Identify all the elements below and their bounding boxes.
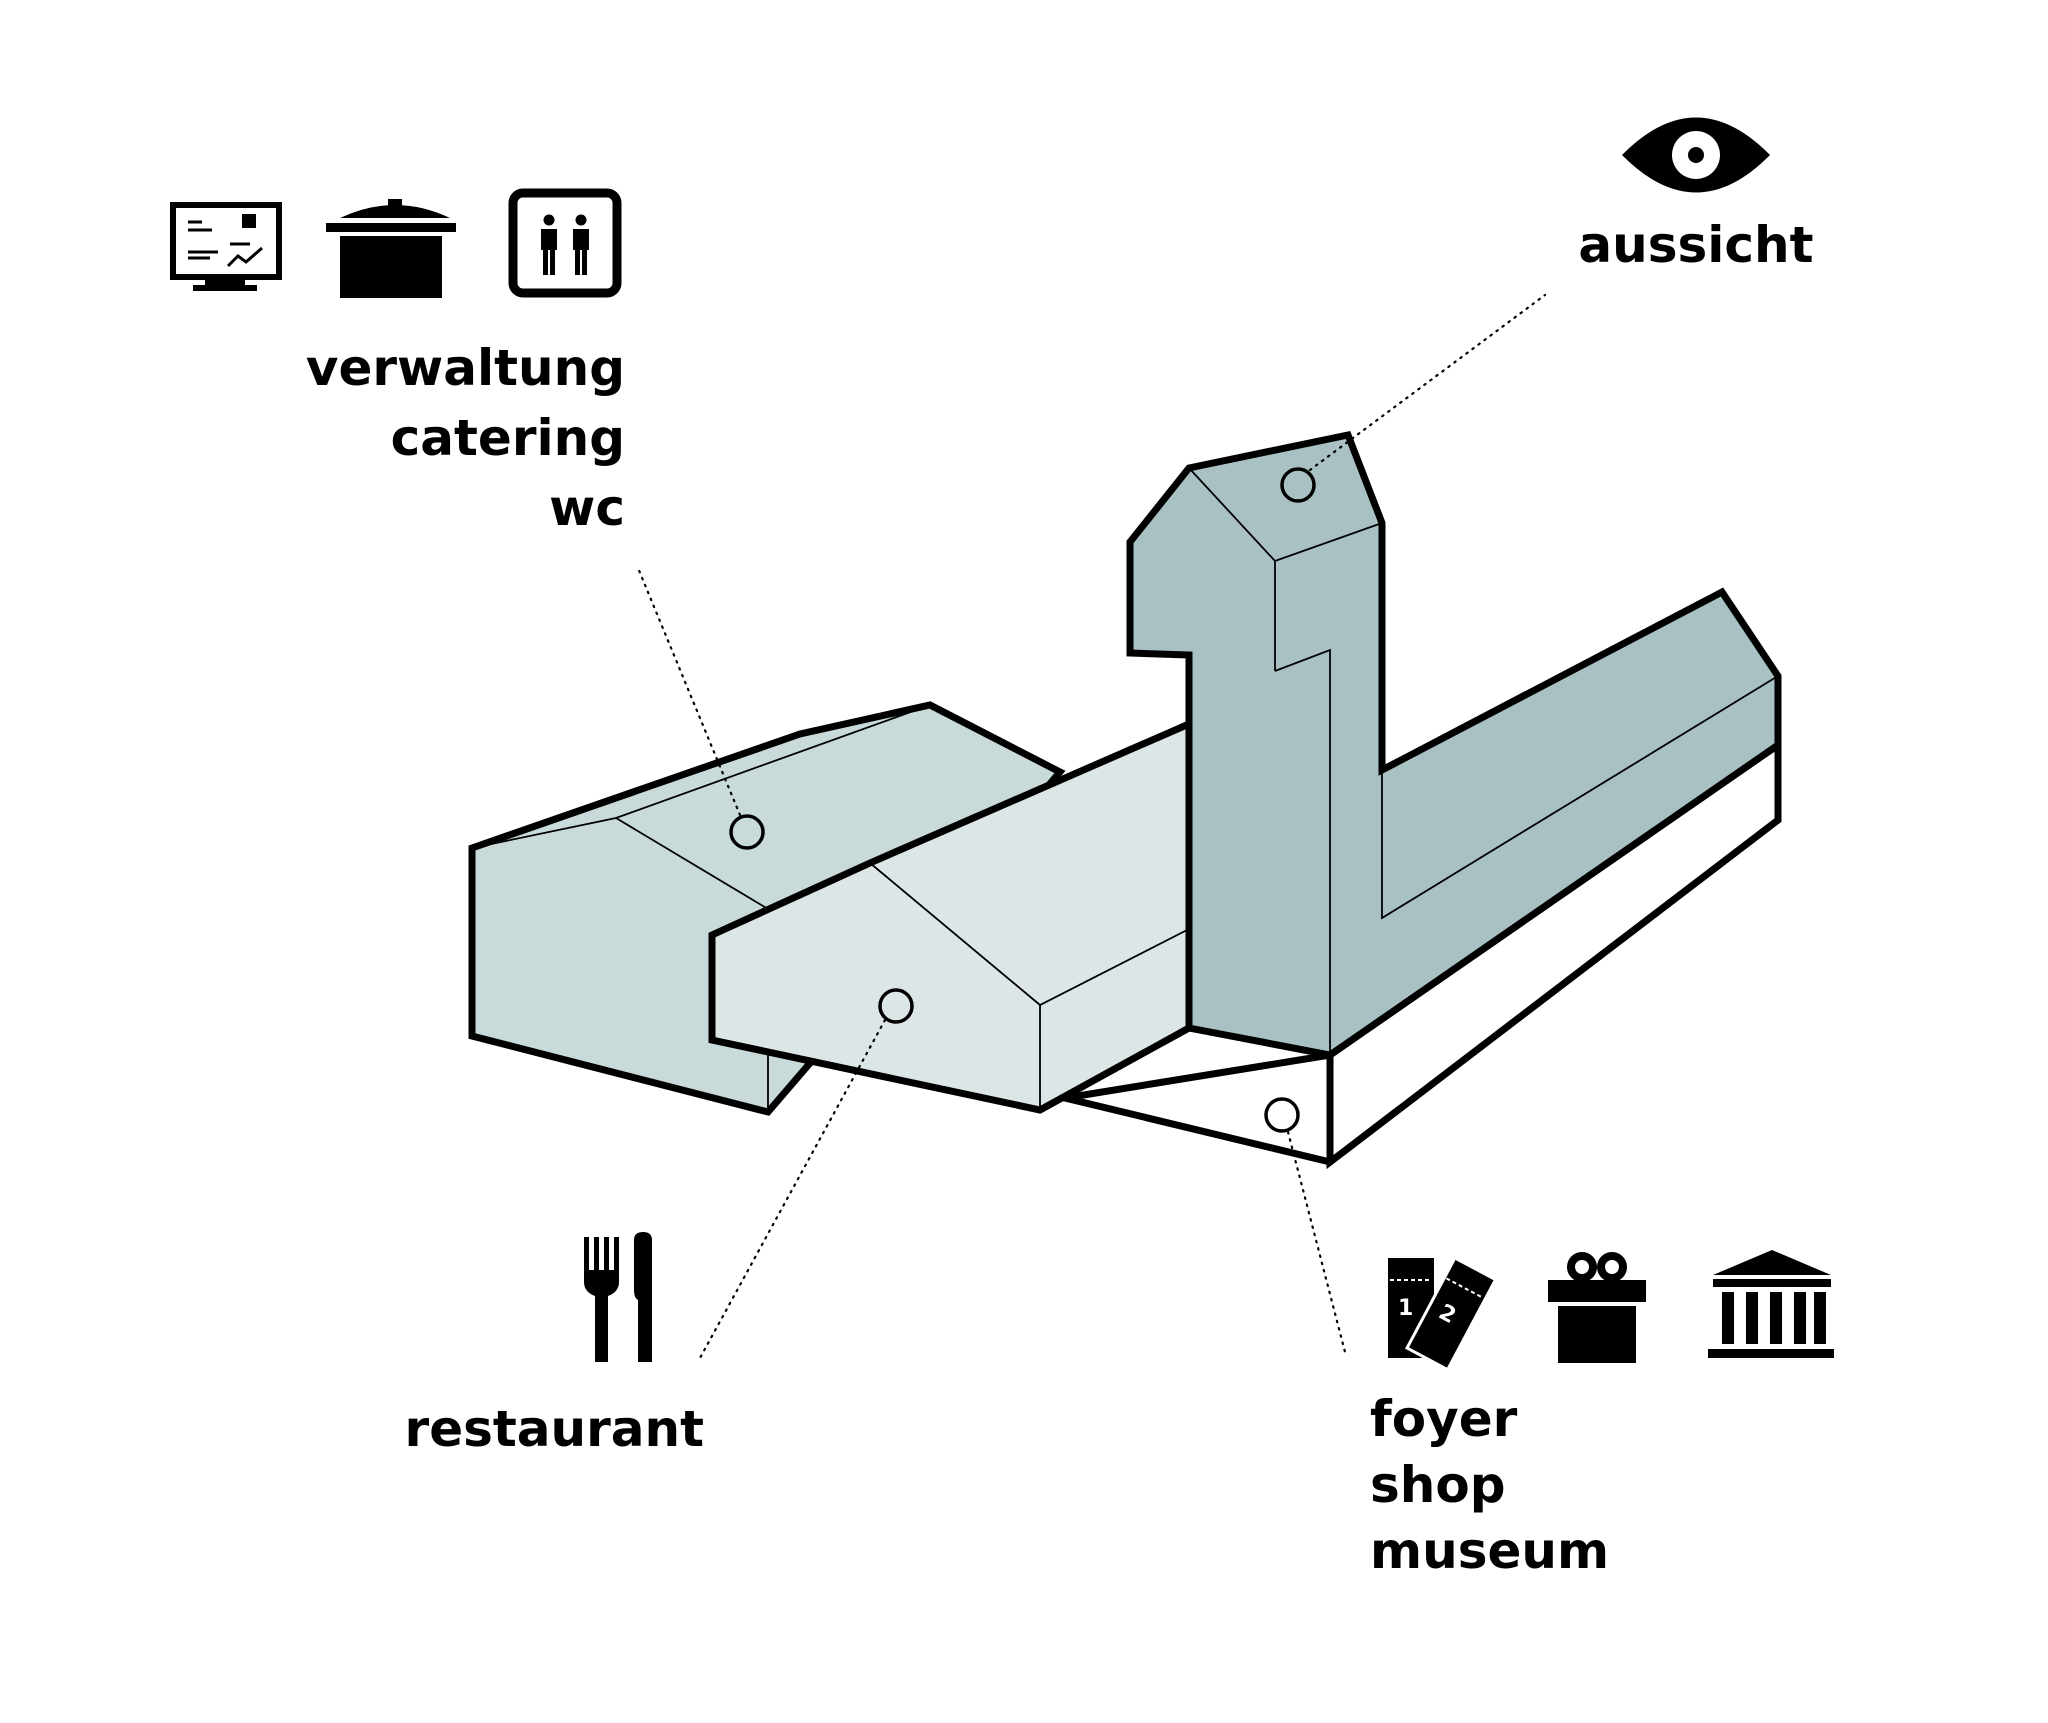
tower-volume [1126, 430, 1782, 1059]
entrance-marker [1264, 1097, 1300, 1133]
admin-leader [636, 566, 742, 817]
view-leader [1308, 293, 1547, 472]
restaurant-label: restaurant [405, 1400, 704, 1458]
entrance-label-line-3: museum [1370, 1522, 1609, 1580]
restaurant-marker [878, 988, 914, 1024]
eye-icon [1622, 117, 1770, 193]
tickets-icon: 1 2 [1388, 1255, 1498, 1372]
restroom-icon [508, 188, 622, 298]
view-label: aussicht [1578, 216, 1813, 274]
entrance-label-line-1: foyer [1370, 1390, 1518, 1448]
entrance-leader [1286, 1130, 1347, 1354]
admin-label-line-2: catering [391, 409, 625, 467]
view-marker [1280, 467, 1316, 503]
gift-icon [1548, 1252, 1646, 1363]
admin-marker [729, 814, 765, 850]
museum-building-icon [1708, 1250, 1834, 1358]
admin-label-line-1: verwaltung [306, 339, 625, 397]
entrance-label-line-2: shop [1370, 1456, 1506, 1514]
ticket-number-1: 1 [1398, 1296, 1413, 1321]
building-massing [468, 430, 1782, 1170]
leader-lines [636, 293, 1547, 1360]
cooking-pot-icon [326, 199, 456, 298]
monitor-icon [170, 202, 282, 291]
restaurant-volume [708, 718, 1193, 1114]
admin-icon-group [170, 188, 622, 298]
admin-label-line-3: wc [549, 479, 625, 537]
fork-knife-icon [584, 1232, 652, 1362]
